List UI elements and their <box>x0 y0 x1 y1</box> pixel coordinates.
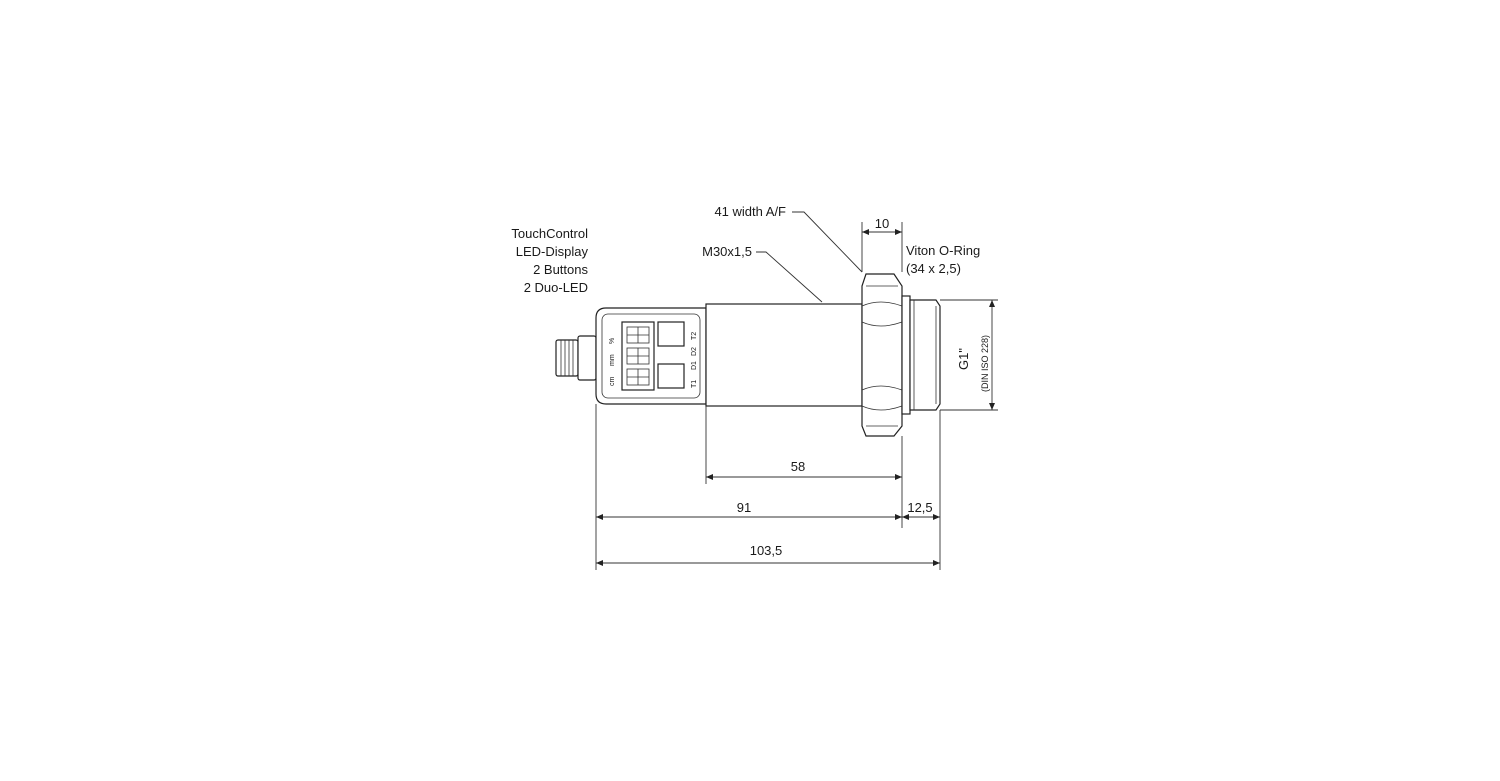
digit-1 <box>626 326 650 344</box>
indicator-labels: T1 D1 D2 T2 <box>691 332 698 388</box>
dim-housing-length-value: 91 <box>737 500 751 515</box>
dim-thread-value: G1" <box>956 348 971 370</box>
callout-oring: Viton O-Ring <box>906 243 980 258</box>
oring-callout: Viton O-Ring (34 x 2,5) <box>906 243 980 276</box>
indicator-d1: D1 <box>691 361 698 370</box>
dim-total-length: 103,5 <box>596 543 940 566</box>
dim-body-length-value: 58 <box>791 459 805 474</box>
dim-body-length: 58 <box>706 459 902 480</box>
unit-percent: % <box>609 338 616 344</box>
connector-plug <box>555 335 597 381</box>
dim-total-length-value: 103,5 <box>750 543 783 558</box>
dim-nut-width: 10 <box>861 216 903 272</box>
callout-duo-led: 2 Duo-LED <box>524 280 588 295</box>
callout-touchcontrol: TouchControl <box>511 226 588 241</box>
touch-button-1 <box>657 321 685 347</box>
callout-oring-size: (34 x 2,5) <box>906 261 961 276</box>
indicator-t2: T2 <box>691 332 698 340</box>
dim-housing-length: 91 <box>596 500 902 520</box>
sensor-body <box>705 303 863 407</box>
hex-nut <box>861 273 903 437</box>
dim-process-thread: G1" (DIN ISO 228) <box>940 299 998 411</box>
dim-nut-width-value: 10 <box>875 216 889 231</box>
dim-process-length: 12,5 <box>902 500 940 520</box>
o-ring <box>901 295 911 415</box>
touchcontrol-callout: TouchControl LED-Display 2 Buttons 2 Duo… <box>511 226 588 295</box>
callout-width-af: 41 width A/F <box>714 204 786 219</box>
leader-lines <box>756 211 863 303</box>
indicator-d2: D2 <box>691 347 698 356</box>
callout-led-display: LED-Display <box>516 244 589 259</box>
digit-3 <box>626 368 650 386</box>
dim-thread-standard: (DIN ISO 228) <box>980 335 990 392</box>
led-display <box>621 321 655 391</box>
callout-thread: M30x1,5 <box>702 244 752 259</box>
unit-mm: mm <box>609 354 616 366</box>
process-connection <box>909 299 941 411</box>
touch-button-2 <box>657 363 685 389</box>
indicator-t1: T1 <box>691 380 698 388</box>
unit-labels: cm mm % <box>609 338 616 386</box>
extension-lines <box>595 404 941 570</box>
callout-buttons: 2 Buttons <box>533 262 588 277</box>
digit-2 <box>626 347 650 365</box>
dim-process-length-value: 12,5 <box>907 500 932 515</box>
unit-cm: cm <box>609 377 616 387</box>
touch-buttons <box>657 321 685 389</box>
